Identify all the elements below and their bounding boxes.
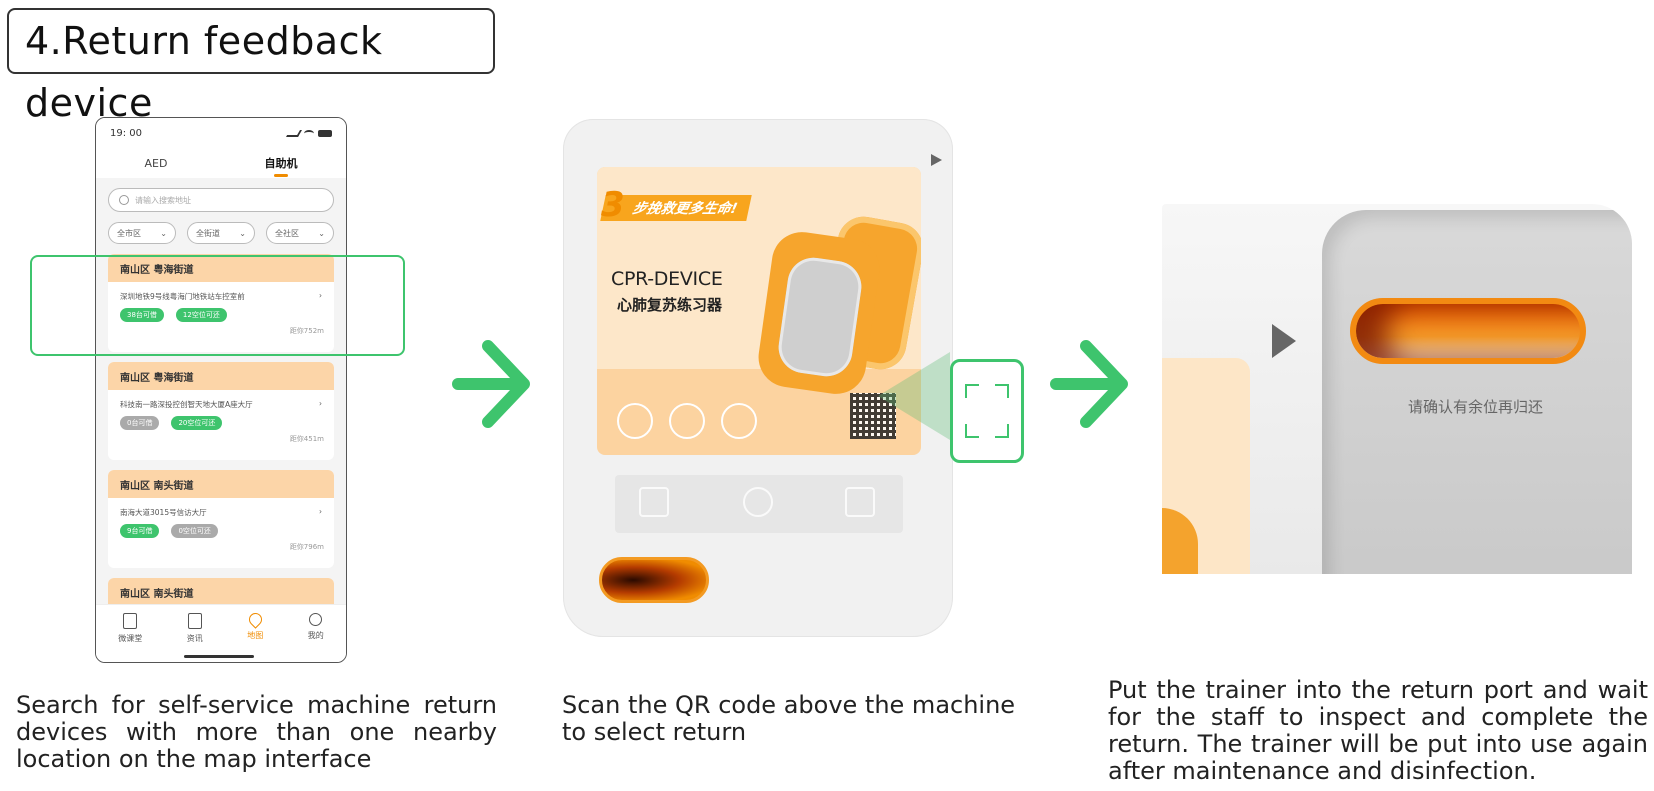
scan-icon <box>639 487 669 517</box>
card-address: 南海大道3015号信访大厅 <box>120 508 207 517</box>
return-slots-badge: 20空位可还 <box>171 416 223 430</box>
brand-name-cn: 心肺复苏练习器 <box>617 296 723 314</box>
section-title: 4.Return feedback device <box>7 8 495 125</box>
card-distance: 距你752m <box>289 327 324 335</box>
wifi-icon <box>304 129 314 137</box>
available-badge: 9台可借 <box>120 524 160 538</box>
step-description: Scan the QR code above the machine to se… <box>562 691 1016 746</box>
return-slot <box>1350 298 1586 364</box>
map-pin-icon <box>246 610 265 629</box>
brand-name: CPR-DEVICE <box>611 268 723 290</box>
nav-news[interactable]: 资讯 <box>187 613 203 644</box>
return-notice: 请确认有余位再归还 <box>1408 398 1544 416</box>
card-distance: 距你451m <box>289 435 324 443</box>
search-placeholder: 请输入搜索地址 <box>135 195 191 205</box>
highlight-frame <box>30 255 405 356</box>
nav-map[interactable]: 地图 <box>246 610 265 641</box>
step-description: Put the trainer into the return port and… <box>1108 676 1648 785</box>
filter-row: 全市区⌄ 全街道⌄ 全社区⌄ <box>108 222 334 244</box>
tab-aed[interactable]: AED <box>144 156 168 170</box>
card-address: 深圳地铁9号线粤海门地铁站车控室前 <box>120 292 245 301</box>
search-input[interactable]: 请输入搜索地址 <box>108 188 334 212</box>
nav-microclass[interactable]: 微课堂 <box>118 613 142 644</box>
phone-call-icon <box>617 403 653 439</box>
card-district: 南山区 粤海街道 <box>108 362 334 390</box>
card-district: 南山区 粤海街道 <box>108 254 334 282</box>
card-district: 南山区 南头街道 <box>108 470 334 498</box>
heart-icon <box>669 403 705 439</box>
scan-icon <box>950 359 1024 463</box>
chevron-down-icon: ⌄ <box>239 228 246 238</box>
filter-street[interactable]: 全街道⌄ <box>187 222 255 244</box>
slogan-number: 3 <box>601 185 625 225</box>
search-icon <box>119 195 129 205</box>
chevron-right-icon: › <box>319 291 322 300</box>
step-description: Search for self-service machine return d… <box>16 691 497 773</box>
person-icon <box>309 613 323 626</box>
book-icon <box>123 613 138 629</box>
status-bar: 19: 00 <box>96 118 346 148</box>
tab-bar: AED 自助机 <box>96 148 346 178</box>
person-add-icon <box>743 487 773 517</box>
chevron-right-icon: › <box>319 507 322 516</box>
battery-icon <box>318 129 332 137</box>
chevron-down-icon: ⌄ <box>160 228 167 238</box>
cpr-person-icon <box>721 403 757 439</box>
play-icon <box>931 154 942 166</box>
arrow-right-icon <box>1050 340 1128 428</box>
location-card[interactable]: 南山区 粤海街道 深圳地铁9号线粤海门地铁站车控室前 › 38台可借 12空位可还… <box>108 254 334 352</box>
scan-beam <box>878 352 950 440</box>
device-screen: 步挽救更多生命! 3 CPR-DEVICE 心肺复苏练习器 <box>597 167 921 455</box>
phone-mockup: 19: 00 AED 自助机 请输入搜索地址 全市区⌄ 全街道⌄ 全社区⌄ 南山… <box>95 117 347 663</box>
chevron-down-icon: ⌄ <box>318 228 325 238</box>
step-guide <box>615 475 903 533</box>
home-indicator <box>184 655 254 658</box>
status-time: 19: 00 <box>110 127 142 139</box>
document-icon <box>187 613 202 629</box>
box-icon <box>845 487 875 517</box>
return-slot <box>599 557 709 603</box>
filter-community[interactable]: 全社区⌄ <box>266 222 334 244</box>
chevron-right-icon: › <box>319 399 322 408</box>
nav-profile[interactable]: 我的 <box>308 613 324 641</box>
card-distance: 距你796m <box>289 543 324 551</box>
return-slots-badge: 12空位可还 <box>175 308 227 322</box>
tab-self-service[interactable]: 自助机 <box>264 157 298 177</box>
play-icon <box>1272 324 1296 358</box>
return-slots-badge: 0空位可还 <box>171 524 218 538</box>
filter-district[interactable]: 全市区⌄ <box>108 222 176 244</box>
available-badge: 38台可借 <box>120 308 164 322</box>
qr-code[interactable] <box>850 393 896 439</box>
bottom-nav: 微课堂 资讯 地图 我的 <box>96 604 346 662</box>
card-address: 科技南一路深投控创智天地大厦A座大厅 <box>120 400 253 409</box>
location-card[interactable]: 南山区 南头街道 南海大道3015号信访大厅 › 9台可借 0空位可还 距你796… <box>108 470 334 568</box>
arrow-right-icon <box>452 340 530 428</box>
available-badge: 0台可借 <box>120 416 160 430</box>
kiosk-device: 步挽救更多生命! 3 CPR-DEVICE 心肺复苏练习器 <box>563 119 953 637</box>
location-card[interactable]: 南山区 粤海街道 科技南一路深投控创智天地大厦A座大厅 › 0台可借 20空位可还… <box>108 362 334 460</box>
return-port-closeup: 请确认有余位再归还 <box>1162 204 1632 574</box>
signal-icon <box>285 129 303 137</box>
card-district: 南山区 南头街道 <box>108 578 334 606</box>
